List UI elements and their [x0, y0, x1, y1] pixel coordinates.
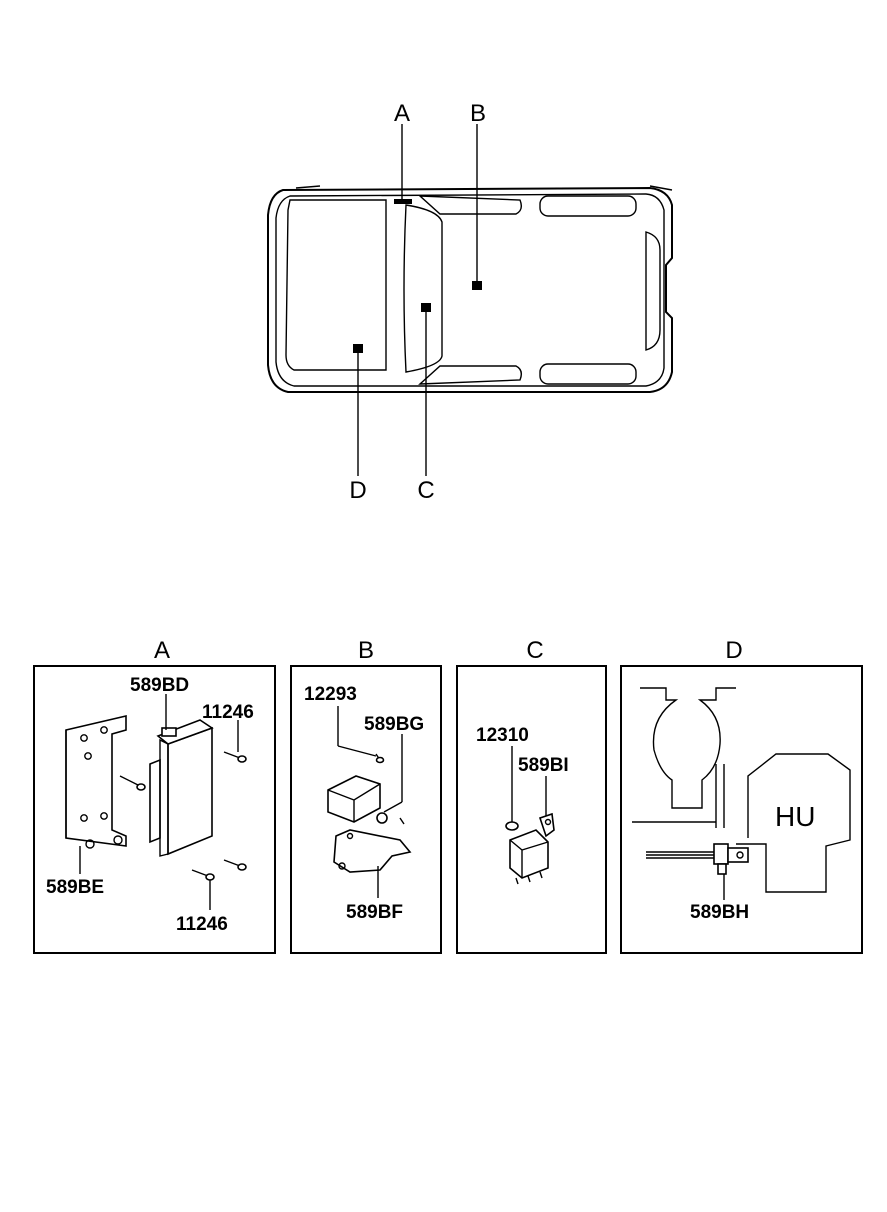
leader-589bg-b	[383, 801, 403, 813]
part-12310: 12310	[476, 725, 529, 746]
marker-b	[472, 281, 482, 290]
panel-b-frame	[290, 665, 442, 954]
hu-label: HU	[775, 801, 815, 832]
marker-a	[394, 199, 412, 204]
panel-c-relay	[505, 812, 555, 885]
part-589be: 589BE	[46, 877, 104, 898]
part-11246-bottom: 11246	[176, 914, 228, 935]
vehicle-top-view	[267, 185, 673, 393]
part-589bh: 589BH	[690, 902, 749, 923]
part-589bi: 589BI	[518, 755, 569, 776]
part-11246-top: 11246	[202, 702, 254, 723]
panel-a-module	[149, 719, 214, 857]
callout-c: C	[417, 477, 434, 504]
callout-d: D	[349, 477, 366, 504]
panel-a-frame	[33, 665, 276, 954]
marker-d	[353, 344, 363, 353]
part-589bf: 589BF	[346, 902, 403, 923]
callout-b: B	[470, 100, 486, 127]
part-12293: 12293	[304, 684, 357, 705]
part-589bg: 589BG	[364, 714, 424, 735]
part-589bd: 589BD	[130, 675, 189, 696]
panel-b-title: B	[358, 637, 374, 664]
marker-c	[421, 303, 431, 312]
leader-12293b	[337, 745, 377, 757]
panel-d-title: D	[725, 637, 742, 664]
panel-a-bracket	[65, 714, 127, 849]
panel-d-hardware	[632, 687, 851, 893]
panel-c-title: C	[526, 637, 543, 664]
panel-a-title: A	[154, 637, 170, 664]
panel-b-sensor	[327, 753, 412, 873]
panel-d-frame	[620, 665, 863, 954]
panel-c-frame	[456, 665, 607, 954]
callout-a: A	[394, 100, 410, 127]
